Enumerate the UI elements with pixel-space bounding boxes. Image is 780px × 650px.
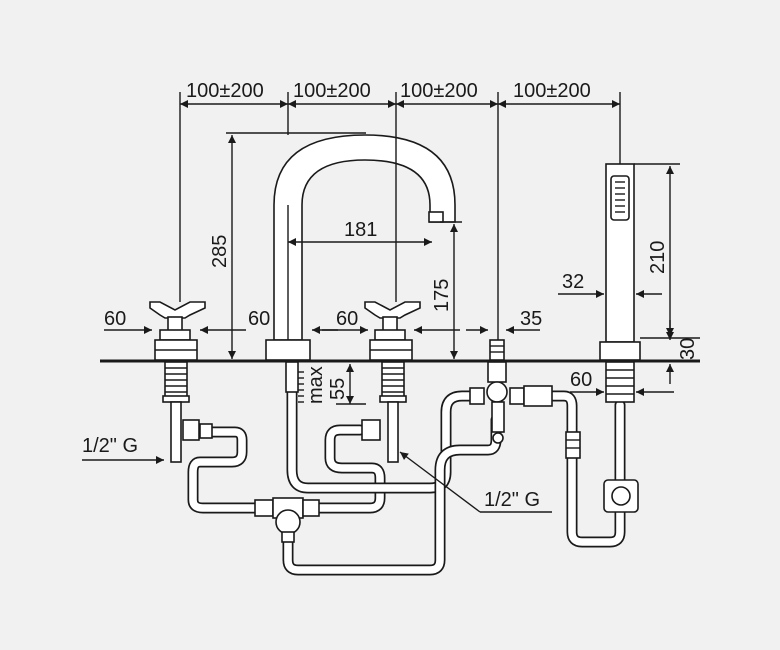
spacing-label-3: 100±200 <box>400 80 478 102</box>
spout <box>265 134 456 361</box>
spout-reach-label: 181 <box>344 219 377 241</box>
deck-max-value: 55 <box>327 378 349 400</box>
left-valve-body <box>162 361 213 463</box>
thread-left-label: 1/2" G <box>82 435 138 457</box>
diverter-knob <box>486 339 508 403</box>
spout-height-label: 285 <box>209 235 231 268</box>
deck-max-label: max <box>305 366 327 404</box>
diverter-base-label: 35 <box>520 308 542 330</box>
spacing-label-1: 100±200 <box>186 80 264 102</box>
right-valve-body <box>361 361 407 463</box>
spacing-label-4: 100±200 <box>513 80 591 102</box>
thread-right-leader <box>399 451 481 513</box>
handshower-width-label: 32 <box>562 271 584 293</box>
outlet-height-label: 175 <box>431 279 453 312</box>
hose-weight <box>603 479 639 513</box>
hose-left-loop <box>184 426 261 514</box>
hose-handshower <box>546 390 626 548</box>
hose-mixer-outlet <box>282 414 502 576</box>
hose-coupling <box>565 431 581 459</box>
hose-right-loop <box>309 424 386 514</box>
handshower-length-label: 210 <box>647 241 669 274</box>
handshower-base-label: 60 <box>570 369 592 391</box>
diverter-valve <box>469 385 553 444</box>
right-base-label: 60 <box>336 308 358 330</box>
tee-connector <box>254 497 320 543</box>
spacing-label-2: 100±200 <box>293 80 371 102</box>
handshower <box>599 163 641 403</box>
thread-right-label: 1/2" G <box>484 489 540 511</box>
spout-supply-pipe <box>285 361 304 403</box>
left-base-label: 60 <box>104 308 126 330</box>
deck-thickness-label: 30 <box>677 338 699 360</box>
right-cross-handle <box>364 301 421 361</box>
left-cross-handle <box>149 301 206 361</box>
spacing-dimensions <box>179 92 621 340</box>
spout-base-label: 60 <box>248 308 270 330</box>
